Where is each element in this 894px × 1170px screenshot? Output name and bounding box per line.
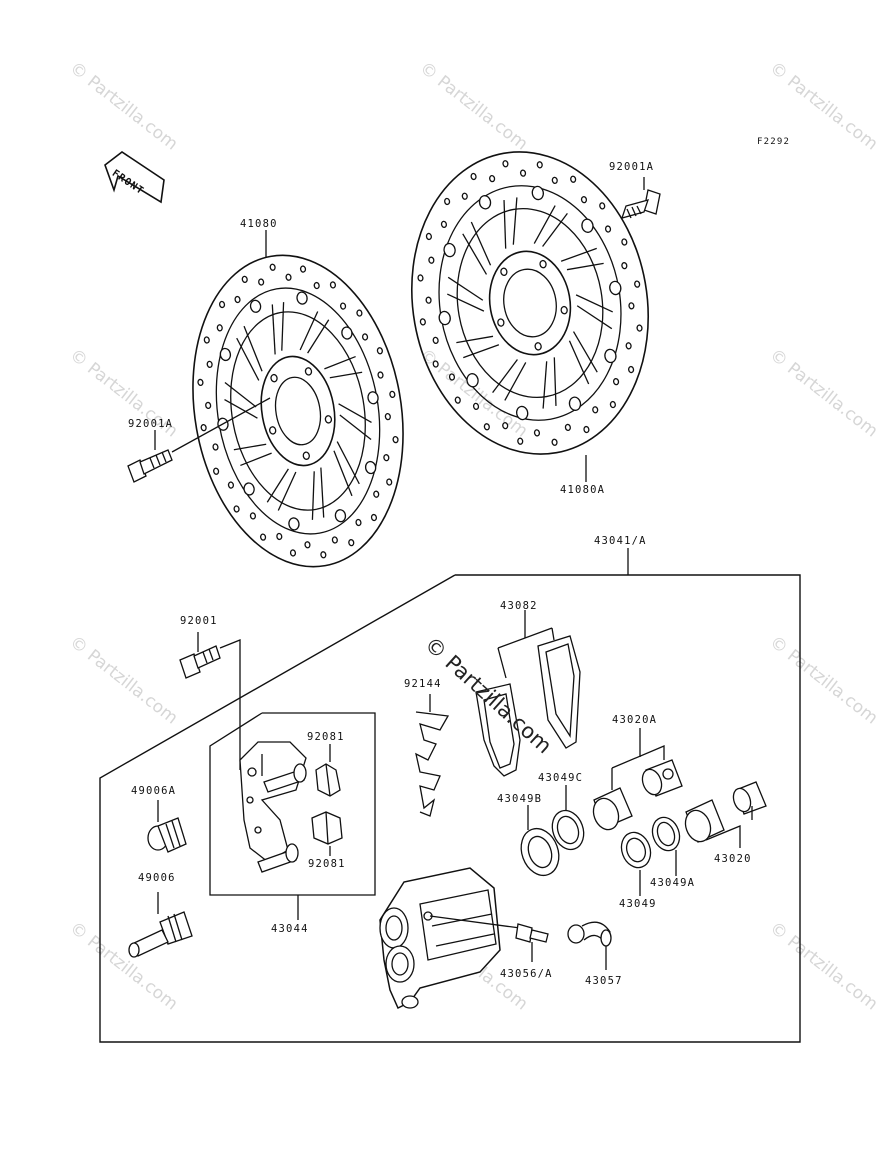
part-label-49006A: 49006A <box>131 785 177 797</box>
piston-43020A-large <box>592 787 633 831</box>
figure-code: F2292 <box>757 137 791 147</box>
brake-disc-41080 <box>192 254 404 568</box>
part-label-43056: 43056/A <box>500 968 553 980</box>
part-label-43049B: 43049B <box>497 793 543 805</box>
boot-49006A <box>147 800 187 853</box>
bleeder-43056 <box>515 923 549 962</box>
part-label-92144: 92144 <box>404 678 442 690</box>
part-label-43049C: 43049C <box>538 772 584 784</box>
piston-43020 <box>684 781 767 848</box>
brake-pads-43082 <box>475 610 581 777</box>
bolt-92001A-left <box>127 397 271 483</box>
part-label-43049: 43049 <box>619 898 657 910</box>
part-label-49006: 49006 <box>138 872 176 884</box>
pad-spring-92144 <box>415 694 450 817</box>
clip-92081-bottom <box>311 811 343 856</box>
part-label-43020A: 43020A <box>612 714 658 726</box>
part-label-92001A-left: 92001A <box>128 418 174 430</box>
part-label-92001A-top: 92001A <box>609 161 655 173</box>
front-arrow-icon <box>104 151 165 204</box>
part-label-43041: 43041/A <box>594 535 647 547</box>
bolt-92001 <box>179 632 241 770</box>
seal-43049A <box>651 816 681 876</box>
part-label-43057: 43057 <box>585 975 623 987</box>
part-label-41080: 41080 <box>240 218 278 230</box>
seal-43049 <box>620 831 652 896</box>
cap-43057 <box>567 921 612 970</box>
pin-49006 <box>128 892 193 958</box>
piston-43020A-small <box>611 728 683 797</box>
part-label-92081-top: 92081 <box>307 731 345 743</box>
part-label-41080A: 41080A <box>560 484 606 496</box>
caliper-body <box>379 867 521 1010</box>
part-label-43082: 43082 <box>500 600 538 612</box>
clip-92081-top <box>315 744 341 797</box>
part-label-43020: 43020 <box>714 853 752 865</box>
seal-43049C <box>551 785 585 851</box>
brake-disc-41080A <box>410 151 650 455</box>
caliper-bracket <box>239 741 307 873</box>
seal-43049B <box>520 805 560 877</box>
bolt-92001A-top <box>620 177 661 219</box>
part-label-92081-bottom: 92081 <box>308 858 346 870</box>
part-label-43044: 43044 <box>271 923 309 935</box>
part-label-43049A: 43049A <box>650 877 696 889</box>
part-label-92001: 92001 <box>180 615 218 627</box>
